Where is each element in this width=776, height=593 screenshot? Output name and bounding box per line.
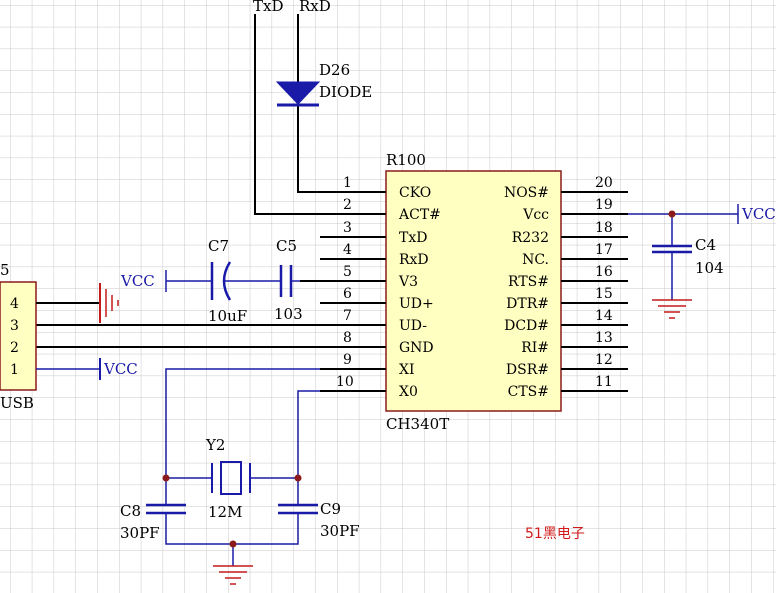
ic-right-pin-name: DSR# (506, 362, 549, 378)
ic-left-pin-num: 2 (343, 197, 352, 213)
ic-right-pin-name: CTS# (508, 384, 549, 400)
usb-pin-num: 1 (10, 362, 19, 378)
c4-value: 104 (695, 259, 724, 277)
usb-pin-num: 4 (10, 296, 19, 312)
junction-dot (229, 540, 237, 548)
ic-left-pin-name: RxD (399, 252, 429, 268)
c7-ref: C7 (208, 237, 229, 255)
ic-right-pin-num: 11 (595, 374, 613, 390)
ic-left-pin-num: 4 (343, 242, 352, 258)
diode-type: DIODE (319, 83, 372, 101)
ic-left-pin-name: ACT# (398, 207, 441, 223)
usb-pin-num: 2 (10, 340, 19, 356)
ic-right-pin-name: R232 (512, 230, 549, 246)
ic-right-pin-name: NC. (522, 252, 549, 268)
ic-right-pin-name: DCD# (504, 318, 549, 334)
ic-right-pin-num: 20 (595, 175, 613, 191)
ic-left-pin-name: GND (399, 340, 434, 356)
ic-right-pin-name: RI# (521, 340, 549, 356)
c9-value: 30PF (320, 522, 360, 540)
junction-dot (668, 210, 676, 218)
ic-right-pin-num: 14 (595, 308, 613, 324)
usb-connector (0, 281, 37, 391)
usb-label: USB (0, 394, 34, 412)
c5-value: 103 (274, 305, 303, 323)
ic-left-pin-num: 5 (343, 264, 352, 280)
c5-ref: C5 (276, 237, 297, 255)
watermark-text: 51黑电子 (525, 526, 585, 542)
ic-left-pin-num: 3 (343, 220, 352, 236)
ic-right-pin-num: 12 (595, 352, 613, 368)
c7-value: 10uF (208, 307, 247, 325)
ic-right-pin-name: RTS# (508, 274, 549, 290)
ic-left-pin-name: XI (399, 362, 415, 378)
ic-left-pin-num: 10 (336, 374, 354, 390)
ic-left-pin-name: UD- (399, 318, 427, 334)
diode-d26 (275, 81, 321, 107)
ic-right-pin-name: NOS# (504, 185, 549, 201)
ic-left-pin-name: TxD (399, 230, 427, 246)
vcc-usb-net (36, 358, 101, 380)
vcc-usb-label: VCC (103, 360, 138, 378)
ic-right-pin-num: 18 (595, 220, 613, 236)
v3-decoupling-net (165, 261, 300, 301)
crystal-value: 12M (208, 503, 242, 521)
ic-left-pin-num: 1 (343, 175, 352, 191)
net-label-rxd: RxD (299, 0, 331, 15)
ic-body (385, 170, 562, 412)
c8-ref: C8 (120, 502, 141, 520)
ic-right-pin-num: 13 (595, 330, 613, 346)
crystal-ref: Y2 (205, 436, 225, 454)
ic-left-pin-num: 7 (343, 308, 352, 324)
ic-left-pin-num: 8 (343, 330, 352, 346)
junction-dot (162, 474, 170, 482)
ic-part: CH340T (386, 415, 449, 433)
ground-icon (213, 565, 253, 585)
ic-right-pin-name: Vcc (522, 207, 549, 223)
ic-right-pin-num: 19 (595, 197, 613, 213)
ic-ref: R100 (386, 151, 426, 169)
usb-ref: 5 (0, 261, 10, 279)
ground-icon (652, 299, 692, 319)
diode-ref: D26 (319, 61, 350, 79)
ic-left-pin-name: V3 (398, 274, 418, 290)
ic-right-pin-num: 16 (595, 264, 613, 280)
vcc-c7-label: VCC (120, 272, 155, 290)
ic-right-pin-num: 17 (595, 242, 613, 258)
ic-right-pin-name: DTR# (506, 296, 549, 312)
c4-ref: C4 (695, 236, 716, 254)
usb-pin-num: 3 (10, 318, 19, 334)
c9-ref: C9 (320, 500, 341, 518)
ic-left-pin-name: CKO (399, 185, 431, 201)
ground-icon (99, 283, 119, 323)
ic-left-pin-num: 6 (343, 286, 352, 302)
ic-left-pin-num: 9 (343, 352, 352, 368)
ic-left-pin-name: X0 (399, 384, 418, 400)
ic-left-pin-name: UD+ (399, 296, 434, 312)
vcc-right-net (628, 204, 739, 300)
ic-right-pin-num: 15 (595, 286, 613, 302)
ic-pin-lines (320, 191, 628, 392)
vcc-right-label: VCC (741, 205, 776, 223)
c8-value: 30PF (120, 524, 160, 542)
net-label-txd: TxD (253, 0, 284, 15)
junction-dot (294, 474, 302, 482)
